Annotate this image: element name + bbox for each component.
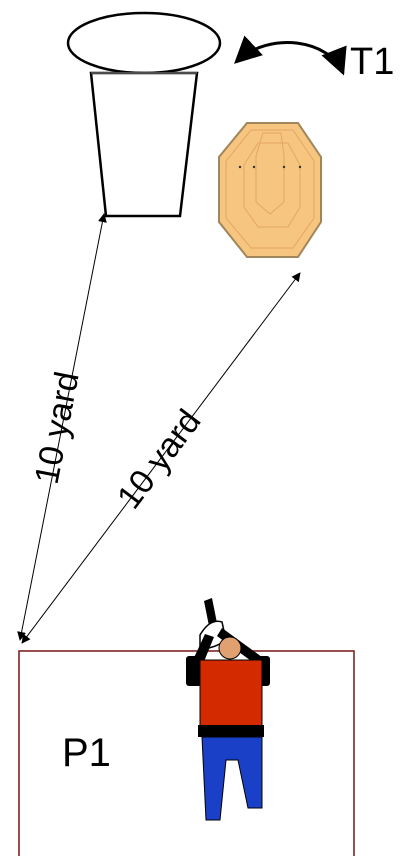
target-a-zone bbox=[255, 132, 285, 215]
paper-target bbox=[218, 122, 322, 258]
target-b-zone bbox=[243, 142, 301, 228]
target-dot bbox=[282, 165, 286, 169]
shooter-belt bbox=[198, 725, 264, 737]
target-dot bbox=[298, 165, 302, 169]
barrel-top-ellipse bbox=[66, 11, 222, 75]
distance-label-target: 10 yard bbox=[110, 403, 209, 516]
distance-line-target bbox=[21, 272, 301, 644]
shooter-head bbox=[218, 636, 242, 660]
barrel-obstacle bbox=[66, 11, 222, 218]
shooter-pants bbox=[201, 736, 263, 821]
barrel-body bbox=[89, 71, 199, 218]
target-dot bbox=[252, 165, 256, 169]
shooter-shirt bbox=[199, 659, 263, 729]
curved-arrow-target bbox=[234, 35, 347, 76]
shooter-figure bbox=[186, 598, 270, 821]
target-label: T1 bbox=[350, 41, 394, 83]
shooting-box bbox=[18, 650, 355, 861]
target-c-zone bbox=[225, 129, 315, 249]
distance-label-barrel: 10 yard bbox=[28, 369, 87, 488]
position-label: P1 bbox=[62, 731, 111, 775]
target-dot bbox=[238, 165, 242, 169]
